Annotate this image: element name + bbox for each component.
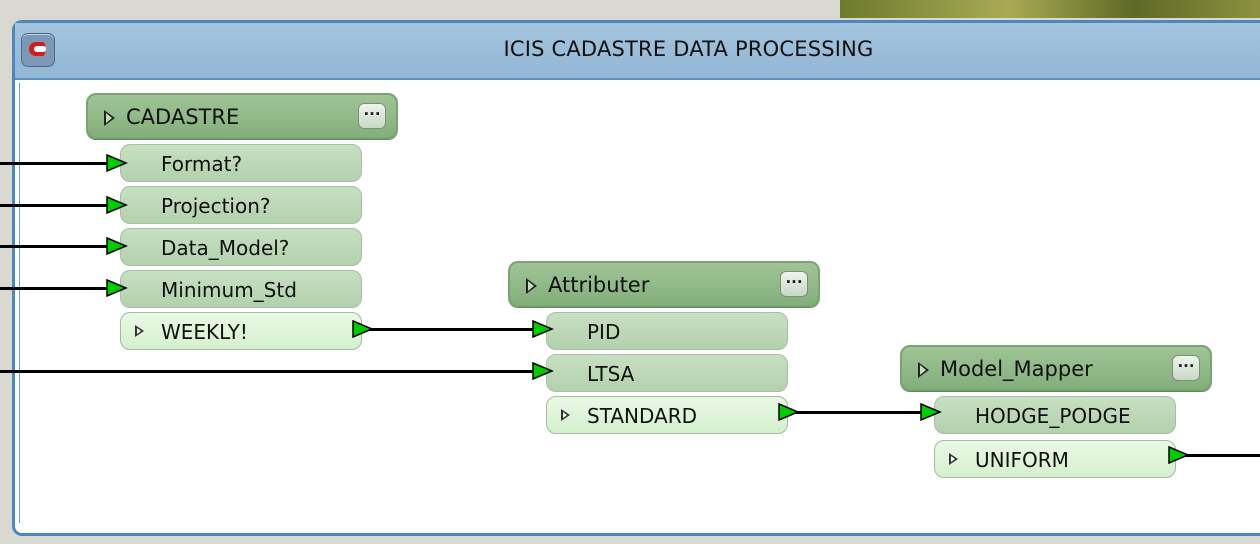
node-cadastre-header[interactable]: CADASTRE ··· — [86, 93, 398, 139]
output-port-uniform[interactable]: UNIFORM — [934, 440, 1176, 478]
port-label: PID — [587, 320, 621, 344]
port-label: LTSA — [587, 362, 635, 386]
custom-transformer-icon[interactable] — [21, 33, 55, 67]
wire-projection — [0, 204, 112, 207]
port-flag-icon[interactable] — [532, 362, 554, 380]
node-model-mapper-header[interactable]: Model_Mapper ··· — [900, 345, 1212, 391]
node-attributer-header[interactable]: Attributer ··· — [508, 261, 820, 307]
port-flag-icon[interactable] — [106, 154, 128, 172]
input-port-projection[interactable]: Projection? — [120, 186, 362, 224]
port-label: HODGE_PODGE — [975, 404, 1131, 428]
wire-standard-to-hodge-podge — [788, 411, 922, 414]
port-label: Minimum_Std — [161, 278, 297, 302]
window-title: ICIS CADASTRE DATA PROCESSING — [503, 37, 874, 61]
output-port-standard[interactable]: STANDARD — [546, 396, 788, 434]
port-flag-icon[interactable] — [532, 320, 554, 338]
wire-minimum-std — [0, 287, 112, 290]
expand-arrow-icon[interactable] — [526, 278, 537, 294]
frame-divider — [19, 83, 20, 523]
wire-uniform-out — [1176, 454, 1260, 457]
input-port-minimum-std[interactable]: Minimum_Std — [120, 270, 362, 308]
output-port-weekly[interactable]: WEEKLY! — [120, 312, 362, 350]
port-flag-icon[interactable] — [106, 196, 128, 214]
wire-ltsa — [0, 370, 536, 373]
port-flag-icon[interactable] — [1168, 446, 1190, 464]
expand-arrow-icon[interactable] — [104, 110, 115, 126]
expand-arrow-icon[interactable] — [561, 409, 570, 421]
port-label: STANDARD — [587, 404, 698, 428]
port-label: WEEKLY! — [161, 320, 248, 344]
wire-data-model — [0, 245, 112, 248]
expand-arrow-icon[interactable] — [949, 453, 958, 465]
more-options-button[interactable]: ··· — [780, 271, 808, 297]
port-flag-icon[interactable] — [106, 237, 128, 255]
title-bar: ICIS CADASTRE DATA PROCESSING — [15, 23, 1260, 80]
port-flag-icon[interactable] — [106, 279, 128, 297]
wire-weekly-to-pid — [362, 328, 536, 331]
port-label: UNIFORM — [975, 448, 1069, 472]
node-title: Model_Mapper — [940, 357, 1093, 381]
port-label: Projection? — [161, 194, 271, 218]
more-options-button[interactable]: ··· — [358, 103, 386, 129]
expand-arrow-icon[interactable] — [918, 362, 929, 378]
background-photo — [840, 0, 1260, 18]
port-flag-icon[interactable] — [920, 403, 942, 421]
expand-arrow-icon[interactable] — [135, 325, 144, 337]
input-port-format[interactable]: Format? — [120, 144, 362, 182]
input-port-pid[interactable]: PID — [546, 312, 788, 350]
port-label: Format? — [161, 152, 243, 176]
node-title: Attributer — [548, 273, 650, 297]
input-port-data-model[interactable]: Data_Model? — [120, 228, 362, 266]
port-flag-icon[interactable] — [352, 320, 374, 338]
input-port-hodge-podge[interactable]: HODGE_PODGE — [934, 396, 1176, 434]
wire-format — [0, 162, 112, 165]
port-label: Data_Model? — [161, 236, 290, 260]
node-title: CADASTRE — [126, 105, 240, 129]
input-port-ltsa[interactable]: LTSA — [546, 354, 788, 392]
port-flag-icon[interactable] — [778, 403, 800, 421]
more-options-button[interactable]: ··· — [1172, 355, 1200, 381]
